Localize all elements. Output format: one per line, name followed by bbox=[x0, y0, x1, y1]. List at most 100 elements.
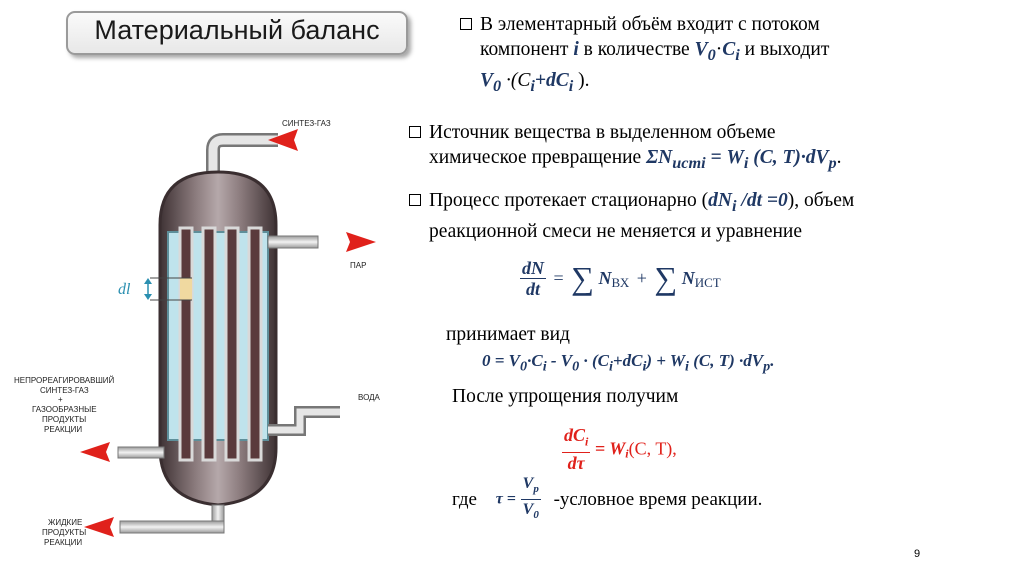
formula-sub: 0 bbox=[707, 45, 716, 64]
inlet-arrow-icon bbox=[268, 129, 298, 151]
formula: V bbox=[522, 475, 534, 492]
fraction: Vp V0 bbox=[520, 474, 541, 525]
formula: V bbox=[522, 501, 534, 519]
inlet-pipe-inner bbox=[208, 135, 278, 180]
label-unreacted: РЕАКЦИИ bbox=[44, 425, 82, 434]
label-water: ВОДА bbox=[358, 393, 381, 402]
formula: N bbox=[681, 268, 695, 288]
fraction-denominator: V0 bbox=[521, 500, 541, 525]
formula-sub: i bbox=[743, 153, 749, 172]
bullet-2: Источник вещества в выделенном объеме хи… bbox=[409, 120, 842, 176]
checkbox-bullet-icon bbox=[409, 126, 421, 138]
sum-sign: ∑ bbox=[571, 260, 594, 296]
after-text: После упрощения получим bbox=[452, 386, 679, 407]
formula-sub: p bbox=[533, 483, 539, 496]
tube bbox=[224, 226, 240, 462]
dl-label: dl bbox=[118, 281, 131, 298]
tau-description: -условное время реакции. bbox=[553, 488, 763, 510]
formula: dC bbox=[564, 425, 586, 445]
formula: ) + W bbox=[646, 351, 686, 370]
checkbox-bullet-icon bbox=[409, 194, 421, 206]
label-unreacted: + bbox=[58, 395, 63, 404]
formula-sub: i bbox=[542, 358, 547, 375]
fraction-numerator: dN bbox=[520, 258, 546, 279]
element-dl-highlight bbox=[180, 278, 192, 300]
label-liquid-products: ЖИДКИЕ bbox=[48, 518, 82, 527]
formula-sub: ВХ bbox=[611, 275, 630, 291]
formula-sub: i bbox=[585, 434, 589, 449]
tau-definition: где τ = Vp V0 -условное время реакции. bbox=[452, 474, 762, 525]
bullet-3-line-2: реакционной смеси не меняется и уравнени… bbox=[429, 220, 802, 242]
formula: ·(C bbox=[501, 69, 531, 91]
fraction: dN dt bbox=[520, 258, 546, 299]
text: · bbox=[715, 39, 723, 60]
label-unreacted: ГАЗООБРАЗНЫЕ bbox=[32, 405, 97, 414]
bullet-1-line-1: В элементарный объём входит с потоком bbox=[480, 14, 820, 35]
fraction-denominator: dt bbox=[525, 279, 540, 299]
text: и выходит bbox=[739, 39, 830, 60]
formula: . bbox=[770, 351, 775, 370]
formula-sub: i bbox=[530, 76, 535, 95]
reactor-diagram: dl СИНТЕЗ-ГАЗ ПАР ВОДА НЕПРОРЕАГИРОВАВШИ… bbox=[14, 119, 381, 547]
formula: - V bbox=[546, 351, 573, 370]
formula-sub: i bbox=[568, 76, 574, 95]
formula-sub: 0 bbox=[533, 509, 539, 522]
formula: τ = bbox=[495, 490, 516, 508]
formula-sub: i bbox=[685, 358, 689, 375]
equation-3: dCi dτ = Wi(C, T), bbox=[562, 425, 677, 473]
accepts-text: принимает вид bbox=[446, 324, 570, 345]
tube bbox=[201, 226, 217, 462]
text: . bbox=[836, 147, 842, 168]
equation-2: 0 = V0·Ci - V0 · (Ci+dCi) + Wi (C, T) ·d… bbox=[482, 348, 774, 379]
text: компонент bbox=[480, 39, 574, 60]
formula: = W bbox=[705, 147, 744, 168]
formula: (C, T), bbox=[628, 438, 677, 459]
formula: /dt =0 bbox=[736, 190, 788, 211]
slide-title: Материальный баланс bbox=[94, 15, 380, 45]
label-liquid-products: РЕАКЦИИ bbox=[44, 538, 82, 547]
checkbox-bullet-icon bbox=[460, 18, 472, 30]
steam-arrow-icon bbox=[346, 232, 376, 252]
formula-sub: ИСТ bbox=[694, 275, 721, 291]
equation-1: dN dt = ∑ NВХ + ∑ NИСТ bbox=[520, 258, 721, 299]
formula: ΣN bbox=[646, 147, 673, 168]
formula-sub: 0 bbox=[493, 76, 502, 95]
formula: 0 = V bbox=[482, 351, 521, 370]
formula: +dC bbox=[534, 69, 569, 91]
bottom-outlet-arrow-icon bbox=[84, 517, 114, 537]
side-pipe bbox=[117, 446, 165, 459]
formula-sub: p bbox=[828, 153, 837, 172]
water-pipe-inner bbox=[268, 408, 340, 434]
formula: · (C bbox=[579, 351, 609, 370]
fraction-denominator: dτ bbox=[567, 452, 585, 473]
formula: V bbox=[480, 69, 494, 91]
formula: i bbox=[573, 39, 579, 60]
formula: (C, T)·dV bbox=[748, 147, 829, 168]
page-number: 9 bbox=[914, 548, 921, 560]
label-steam: ПАР bbox=[350, 261, 366, 270]
formula: ·C bbox=[527, 351, 543, 370]
where-text: где bbox=[452, 488, 477, 510]
steam-pipe bbox=[267, 235, 319, 249]
bullet-1: В элементарный объём входит с потоком ко… bbox=[460, 12, 829, 99]
formula-sub: i bbox=[608, 358, 613, 375]
text: химическое превращение bbox=[429, 147, 647, 168]
formula-sub: p bbox=[763, 358, 771, 375]
label-unreacted: СИНТЕЗ-ГАЗ bbox=[40, 386, 89, 395]
tube bbox=[247, 226, 263, 462]
formula-sub: i bbox=[642, 358, 647, 375]
formula: (C, T) ·dV bbox=[688, 351, 764, 370]
side-outlet-arrow-icon bbox=[80, 442, 110, 462]
dl-arrow-head-icon bbox=[144, 278, 152, 284]
fraction: dCi dτ bbox=[562, 425, 591, 473]
formula-sub: i bbox=[732, 196, 737, 215]
formula: C bbox=[722, 39, 736, 60]
formula-sub: i bbox=[625, 446, 629, 461]
text: ), объем bbox=[787, 190, 855, 211]
formula: V bbox=[694, 39, 708, 60]
dl-arrow-head-icon bbox=[144, 294, 152, 300]
text: ). bbox=[573, 69, 590, 91]
bullet-2-line-1: Источник вещества в выделенном объеме bbox=[429, 122, 776, 143]
formula-sub: i bbox=[735, 45, 740, 64]
title-box: Материальный баланс bbox=[66, 11, 408, 55]
